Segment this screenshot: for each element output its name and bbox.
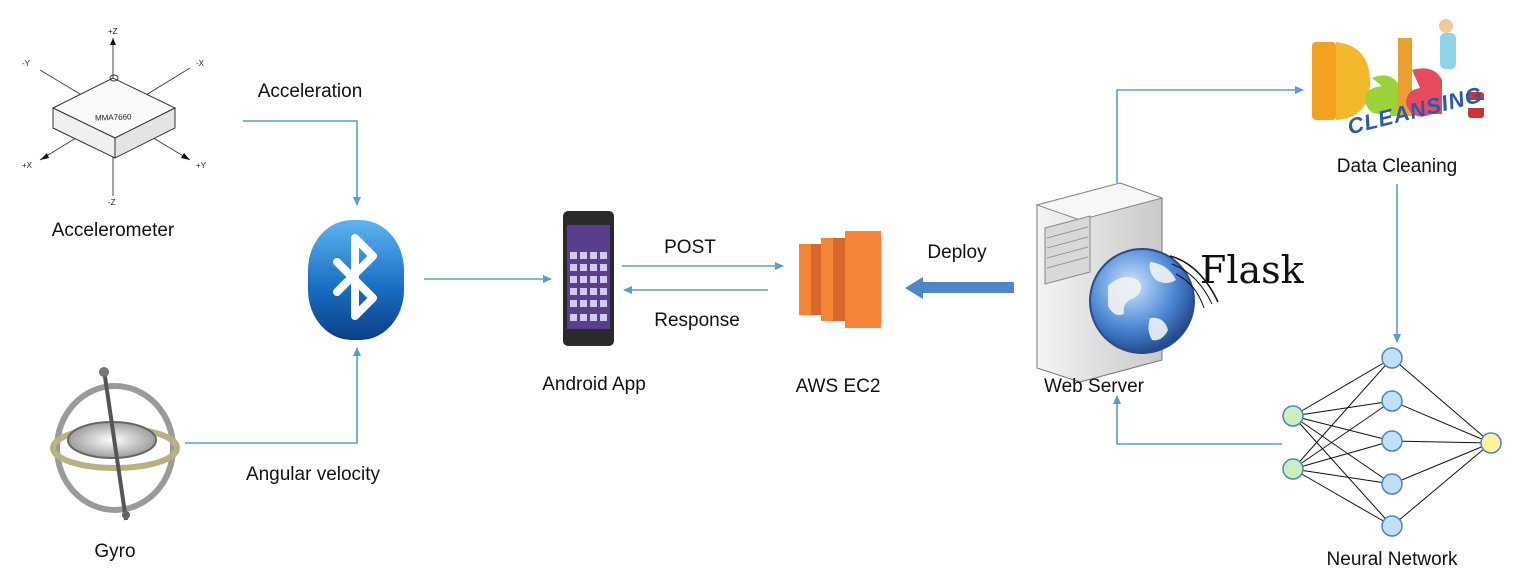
aws-ec2-icon	[799, 231, 881, 328]
deploy-arrow	[905, 277, 1014, 299]
flask-logo-text: Flask	[1200, 248, 1304, 292]
server-to-cleaning-arrow	[1116, 86, 1304, 183]
web-server-image	[1035, 182, 1219, 383]
data-cleansing-logo	[1312, 19, 1484, 120]
android-phone-image	[563, 211, 614, 346]
angular-velocity-arrow	[185, 347, 361, 444]
response-label: Response	[654, 310, 740, 331]
data-cleaning-label: Data Cleaning	[1336, 156, 1458, 177]
axis-label-px: +X	[22, 161, 33, 170]
acceleration-label: Acceleration	[257, 81, 363, 102]
axis-label-py: +Y	[196, 161, 207, 170]
neural-network-label: Neural Network	[1326, 549, 1458, 570]
angular-velocity-label: Angular velocity	[245, 464, 381, 485]
accelerometer-chip	[39, 38, 191, 196]
aws-ec2-label: AWS EC2	[795, 376, 881, 397]
web-server-label: Web Server	[1044, 376, 1144, 397]
post-label: POST	[664, 237, 716, 258]
accelerometer-label: Accelerometer	[51, 220, 175, 241]
gyro-label: Gyro	[94, 541, 136, 562]
android-app-label: Android App	[542, 374, 646, 395]
bluetooth-icon	[308, 220, 404, 340]
nn-to-server-arrow	[1113, 395, 1282, 445]
acceleration-arrow	[243, 120, 361, 206]
axis-label-pz: +Z	[108, 27, 118, 36]
gyro-image	[48, 367, 183, 521]
axis-label-nx: -X	[196, 59, 204, 68]
axis-label-ny: -Y	[22, 59, 30, 68]
neural-network-diagram	[1282, 347, 1502, 537]
deploy-label: Deploy	[927, 242, 987, 263]
axis-label-nz: -Z	[108, 198, 116, 207]
chip-label: MMA7660	[94, 112, 132, 123]
